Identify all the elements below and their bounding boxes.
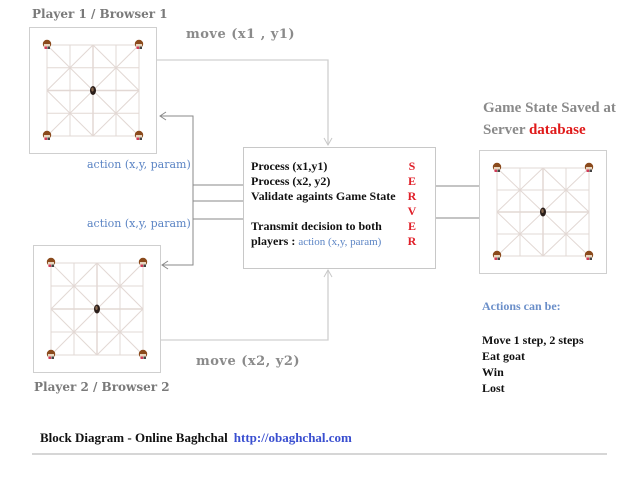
diagonal-line: [542, 211, 590, 257]
actions-panel: Actions can be: Move 1 step, 2 steps Eat…: [482, 299, 584, 396]
move-2-label: move (x2, y2): [196, 354, 301, 369]
action-2-arrow-line: [162, 219, 194, 266]
diagonal-line: [496, 167, 544, 213]
diagonal-line: [92, 90, 140, 137]
server-line-2: Process (x2, y2): [251, 174, 331, 188]
tiger-icon: [138, 257, 148, 267]
server-letter: R: [407, 189, 417, 203]
diagonal-line: [46, 90, 94, 137]
server-action-text: action (x,y, param): [298, 236, 382, 248]
goat-icon: [94, 304, 100, 314]
board-grid: [492, 162, 594, 260]
server-letter: R: [407, 234, 417, 248]
player-1-label: Player 1 / Browser 1: [32, 7, 168, 21]
tiger-icon: [138, 349, 148, 359]
game-state-caption: Game State Saved at Server database: [483, 97, 616, 141]
tiger-icon: [584, 162, 594, 172]
server-box: Process (x1,y1) Process (x2, y2) Validat…: [243, 147, 436, 269]
server-line-1: Process (x1,y1): [251, 159, 328, 173]
site-link[interactable]: http://obaghchal.com: [233, 430, 352, 445]
diagonal-line: [92, 44, 140, 91]
actions-title: Actions can be:: [482, 299, 561, 313]
move-2-arrow-line: [161, 270, 329, 341]
goat-icon: [90, 86, 96, 95]
player-1-board[interactable]: [29, 27, 157, 154]
server-vertical-label: S E R V E R: [406, 159, 418, 249]
server-line-blank: [251, 204, 396, 219]
tiger-icon: [492, 250, 502, 260]
action-2-label: action (x,y, param): [87, 217, 191, 230]
tiger-icon: [134, 130, 144, 140]
server-letter: E: [407, 219, 416, 233]
goat-icon: [540, 207, 546, 217]
server-process-list: Process (x1,y1) Process (x2, y2) Validat…: [251, 159, 396, 250]
player-2-label: Player 2 / Browser 2: [34, 380, 170, 394]
tiger-icon: [42, 130, 52, 140]
game-state-line-2: Server database: [483, 119, 616, 141]
board-grid: [42, 39, 144, 140]
action-1-arrow-line: [160, 115, 194, 250]
server-line-3: Validate againts Game State: [251, 189, 396, 203]
diagonal-line: [542, 167, 590, 213]
diagonal-line: [50, 262, 98, 310]
server-letter: V: [407, 204, 417, 218]
diagonal-line: [96, 308, 144, 356]
server-letter: S: [408, 159, 416, 173]
action-item: Win: [482, 365, 504, 379]
server-players-prefix: players :: [251, 234, 296, 248]
action-1-label: action (x,y, param): [87, 158, 191, 171]
board-grid: [46, 257, 148, 359]
game-state-database: database: [528, 122, 586, 138]
player-2-board[interactable]: [33, 245, 161, 373]
diagonal-line: [46, 44, 94, 91]
action-1-arrowhead: [159, 111, 167, 121]
server-line-5: Transmit decision to both: [251, 219, 382, 233]
action-item: Move 1 step, 2 steps: [482, 333, 584, 347]
tiger-icon: [42, 39, 52, 49]
action-item: Lost: [482, 381, 505, 395]
diagonal-line: [496, 211, 544, 257]
diagram-title: Block Diagram - Online Baghchal: [40, 430, 228, 445]
footer-caption: Block Diagram - Online Baghchal http://ob…: [40, 430, 352, 446]
game-state-line-1: Game State Saved at: [483, 100, 616, 116]
game-state-board: [479, 150, 607, 274]
diagonal-line: [50, 308, 98, 356]
tiger-icon: [46, 257, 56, 267]
move-1-label: move (x1 , y1): [186, 27, 296, 42]
action-item: Eat goat: [482, 349, 525, 363]
action-2-arrowhead: [161, 260, 169, 270]
footer-divider: [32, 453, 607, 455]
move-1-arrow-line: [157, 59, 329, 145]
server-letter: E: [407, 174, 416, 188]
tiger-icon: [46, 349, 56, 359]
tiger-icon: [584, 250, 594, 260]
move-2-arrowhead: [323, 268, 333, 278]
diagonal-line: [96, 262, 144, 310]
game-state-server: Server: [483, 122, 526, 138]
move-1-arrowhead: [323, 137, 333, 147]
tiger-icon: [134, 39, 144, 49]
server-line-6: players : action (x,y, param): [251, 234, 396, 250]
tiger-icon: [492, 162, 502, 172]
